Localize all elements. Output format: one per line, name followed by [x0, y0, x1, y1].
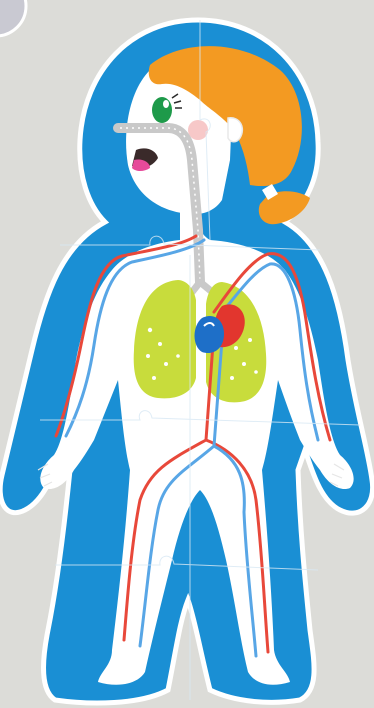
- cheek: [188, 120, 208, 140]
- eye: [152, 97, 172, 123]
- eye-highlight: [163, 100, 169, 108]
- ear: [228, 118, 242, 142]
- heart-blue-chamber: [195, 316, 225, 353]
